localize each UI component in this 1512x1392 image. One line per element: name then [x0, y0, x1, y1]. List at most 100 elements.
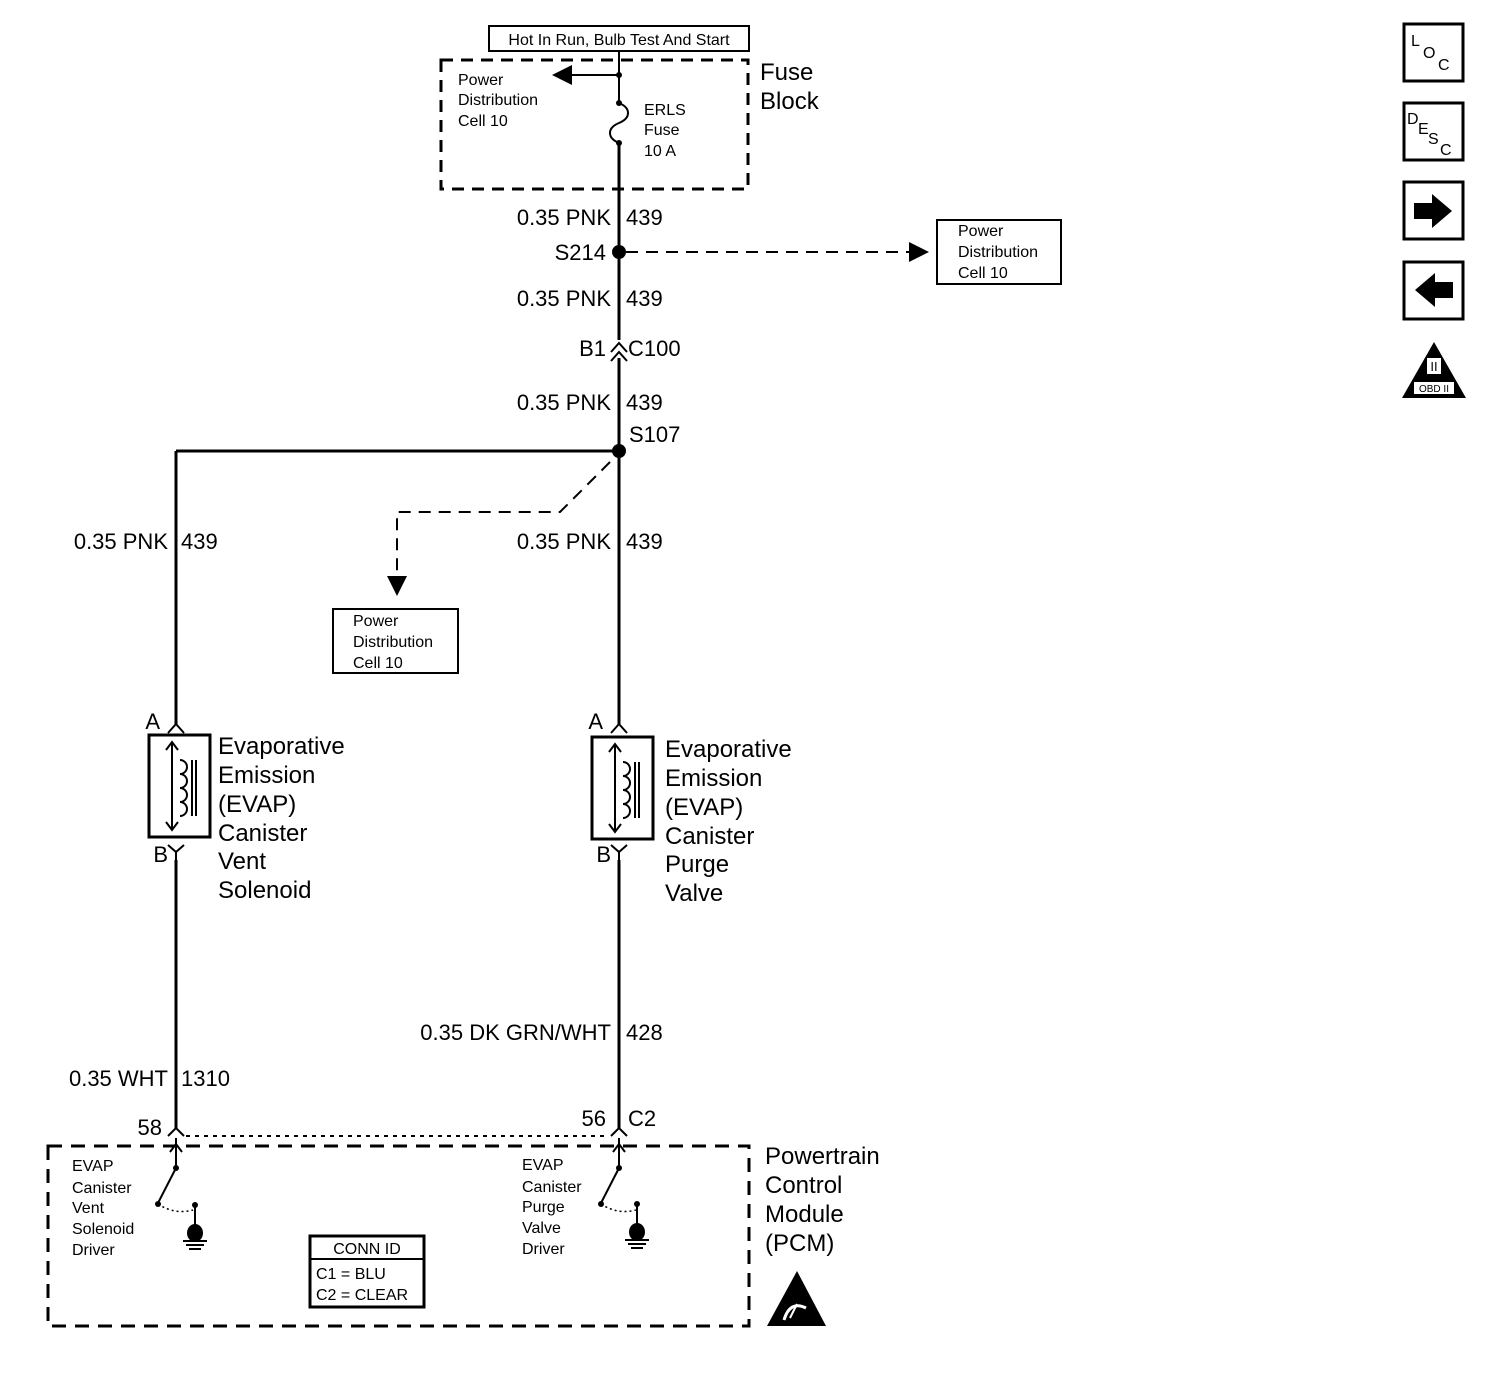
wire-gauge-2: 0.35 PNK — [517, 286, 611, 311]
svg-text:Valve: Valve — [665, 880, 723, 907]
svg-text:C2 = CLEAR: C2 = CLEAR — [316, 1287, 408, 1304]
svg-text:S107: S107 — [629, 422, 680, 447]
pcm-conn-c2: C2 — [628, 1106, 656, 1131]
obd-ii-button[interactable]: II OBD II — [1402, 342, 1466, 398]
svg-text:Vent: Vent — [218, 848, 266, 875]
coil-icon — [622, 761, 631, 819]
svg-text:Purge: Purge — [665, 851, 729, 878]
purge-valve: A B Evaporative Emission (EVAP) Canister… — [588, 709, 791, 907]
wire-circuit-1: 439 — [626, 205, 663, 230]
wire-circuit-6: 428 — [626, 1020, 663, 1045]
svg-text:(EVAP): (EVAP) — [218, 791, 296, 818]
vent-pin-a: A — [145, 709, 160, 734]
forward-button[interactable] — [1402, 180, 1465, 241]
fuse-pd-cell-line2: Distribution — [458, 92, 538, 109]
svg-text:(EVAP): (EVAP) — [665, 794, 743, 821]
fuse-block: Fuse Block Power Distribution Cell 10 ER… — [439, 51, 820, 191]
svg-text:Cell 10: Cell 10 — [958, 265, 1008, 282]
svg-text:Distribution: Distribution — [958, 244, 1038, 261]
pcm-pin-58: 58 — [138, 1115, 162, 1140]
pcm-pin-56: 56 — [582, 1106, 606, 1131]
wire-circuit-5: 439 — [626, 529, 663, 554]
ground-icon — [183, 1224, 207, 1250]
fuse-icon — [609, 102, 629, 144]
svg-text:Distribution: Distribution — [353, 634, 433, 651]
svg-text:Control: Control — [765, 1172, 842, 1199]
wire-gauge-6: 0.35 DK GRN/WHT — [420, 1020, 611, 1045]
purge-pin-a: A — [588, 709, 603, 734]
fuse-block-label-2: Block — [760, 88, 820, 115]
svg-text:S214: S214 — [555, 240, 606, 265]
wire-circuit-7: 1310 — [181, 1066, 230, 1091]
vent-solenoid: A B Evaporative Emission (EVAP) Canister… — [145, 709, 344, 904]
svg-text:Canister: Canister — [665, 823, 754, 850]
svg-text:Solenoid: Solenoid — [72, 1221, 134, 1238]
left-arrow-icon — [1415, 273, 1453, 307]
wire-circuit-3: 439 — [626, 390, 663, 415]
esd-warning-icon — [767, 1271, 826, 1326]
wire-gauge-7: 0.35 WHT — [69, 1066, 168, 1091]
svg-text:C1 = BLU: C1 = BLU — [316, 1266, 386, 1283]
power-source-label: Hot In Run, Bulb Test And Start — [488, 25, 750, 52]
svg-text:Driver: Driver — [72, 1242, 115, 1259]
svg-text:Evaporative: Evaporative — [218, 733, 345, 760]
switch-icon — [598, 1138, 640, 1231]
fuse-label-line1: ERLS — [644, 102, 686, 119]
fuse-pd-cell-line3: Cell 10 — [458, 113, 508, 130]
pd-cell-left-box: Power Distribution Cell 10 — [332, 608, 459, 674]
svg-text:Canister: Canister — [218, 820, 307, 847]
svg-text:CONN ID: CONN ID — [333, 1241, 401, 1258]
coil-icon — [179, 759, 188, 817]
fuse-pd-cell-line1: Power — [458, 72, 504, 89]
svg-text:C: C — [1440, 142, 1452, 159]
right-arrow-icon — [1414, 194, 1452, 228]
fuse-block-label: Fuse — [760, 59, 813, 86]
description-button[interactable]: D E S C — [1402, 101, 1465, 162]
svg-text:EVAP: EVAP — [72, 1158, 114, 1175]
pd-cell-right-box: Power Distribution Cell 10 — [936, 219, 1062, 285]
back-button[interactable] — [1402, 260, 1465, 321]
svg-text:(PCM): (PCM) — [765, 1230, 834, 1257]
connector-c100: B1 C100 — [579, 336, 681, 362]
svg-text:E: E — [1418, 121, 1429, 138]
wire-gauge-1: 0.35 PNK — [517, 205, 611, 230]
svg-text:Emission: Emission — [218, 762, 315, 789]
fuse-label-line3: 10 A — [644, 143, 676, 160]
svg-text:Valve: Valve — [522, 1220, 561, 1237]
wire-circuit-4: 439 — [181, 529, 218, 554]
pcm-module: 58 56 C2 Powertrain Control Module (PCM)… — [46, 1106, 880, 1328]
wire-gauge-5: 0.35 PNK — [517, 529, 611, 554]
wire-gauge-4: 0.35 PNK — [74, 529, 168, 554]
splice-s214: S214 — [555, 240, 929, 265]
svg-text:Cell 10: Cell 10 — [353, 655, 403, 672]
svg-text:Solenoid: Solenoid — [218, 877, 311, 904]
svg-text:Emission: Emission — [665, 765, 762, 792]
svg-text:C100: C100 — [628, 336, 681, 361]
svg-text:Hot In Run, Bulb Test And Star: Hot In Run, Bulb Test And Start — [508, 32, 730, 49]
svg-text:L: L — [1411, 33, 1420, 50]
purge-pin-b: B — [596, 842, 611, 867]
switch-icon — [155, 1138, 198, 1232]
svg-text:S: S — [1428, 131, 1439, 148]
svg-text:Power: Power — [958, 223, 1004, 240]
splice-s107: S107 — [174, 422, 680, 725]
fuse-label-line2: Fuse — [644, 122, 680, 139]
svg-text:Module: Module — [765, 1201, 844, 1228]
svg-text:Canister: Canister — [522, 1179, 582, 1196]
vent-pin-b: B — [153, 842, 168, 867]
svg-text:Powertrain: Powertrain — [765, 1143, 880, 1170]
ground-icon — [625, 1223, 649, 1249]
svg-text:Power: Power — [353, 613, 399, 630]
svg-text:Canister: Canister — [72, 1180, 132, 1197]
svg-text:Vent: Vent — [72, 1200, 105, 1217]
svg-text:Purge: Purge — [522, 1199, 565, 1216]
svg-text:D: D — [1407, 111, 1419, 128]
svg-text:EVAP: EVAP — [522, 1157, 564, 1174]
svg-text:OBD II: OBD II — [1419, 384, 1449, 395]
svg-text:C: C — [1438, 57, 1450, 74]
location-button[interactable]: L O C — [1402, 22, 1465, 83]
svg-text:II: II — [1430, 359, 1437, 374]
svg-text:O: O — [1423, 45, 1435, 62]
wire-circuit-2: 439 — [626, 286, 663, 311]
